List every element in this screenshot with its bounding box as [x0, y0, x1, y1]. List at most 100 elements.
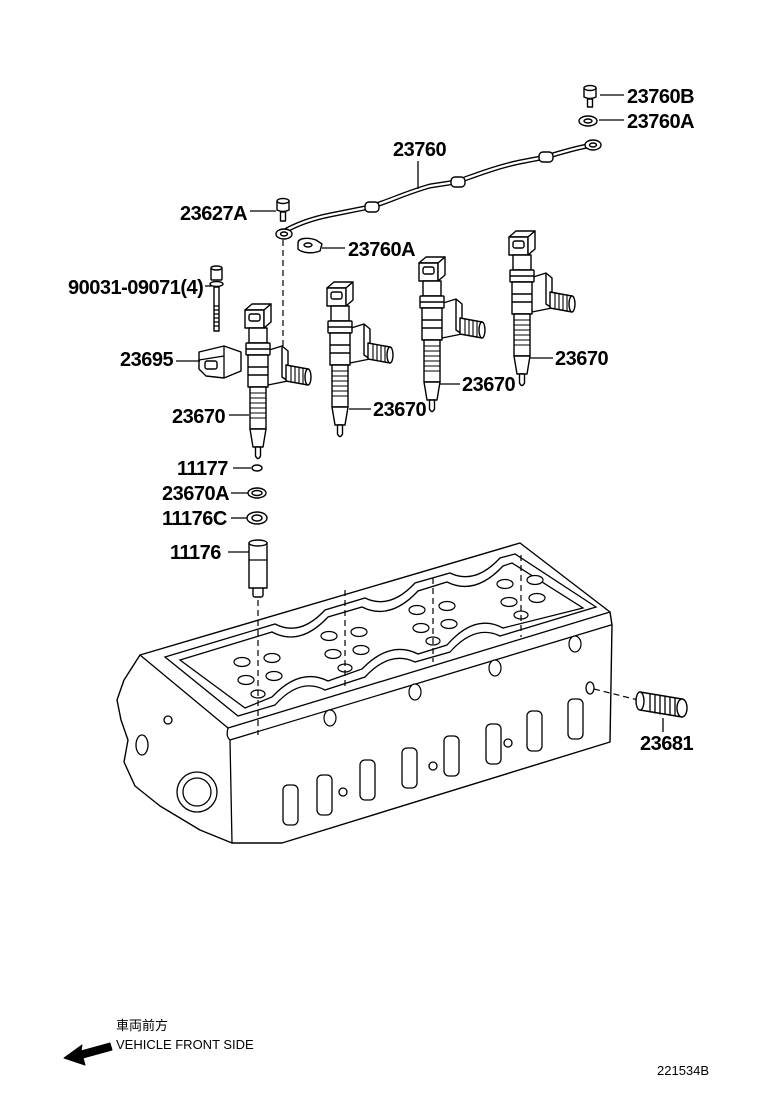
valve-hole — [526, 574, 544, 586]
eyelet-left-hole — [279, 231, 289, 237]
bolt-shank — [586, 98, 594, 108]
sleeve-11176 — [248, 539, 268, 598]
leader-lines — [176, 94, 664, 732]
callout-23760: 23760 — [393, 139, 446, 161]
valve-hole — [528, 592, 546, 604]
plug-23681 — [635, 691, 688, 718]
end-small-hole — [163, 715, 173, 725]
dashed-line — [593, 688, 639, 701]
valve-hole — [320, 630, 338, 642]
callout-23681: 23681 — [640, 733, 693, 755]
callout-11176C: 11176C — [162, 508, 227, 530]
wire-connector — [538, 151, 554, 163]
o-ring — [251, 464, 263, 472]
plug-end-right — [676, 698, 688, 718]
gasket-outline-outer — [163, 553, 598, 717]
boss — [568, 635, 582, 653]
o-ring-11177 — [251, 464, 263, 472]
bolt-threads — [213, 305, 220, 327]
rim-bosses — [323, 635, 582, 727]
port — [282, 784, 299, 826]
callout-23670-injector-1: 23670 — [172, 406, 225, 428]
wire-connector — [450, 176, 466, 188]
head-left-edge — [139, 654, 233, 844]
callout-23695: 23695 — [120, 349, 173, 371]
head-outline — [116, 542, 613, 844]
bolt-shaft — [213, 286, 220, 332]
end-boss-inner — [182, 777, 212, 807]
clamp-hole — [303, 242, 313, 248]
valve-holes — [233, 574, 546, 699]
valve-hole — [233, 656, 251, 668]
clamp-edges — [198, 345, 225, 379]
valve-hole — [324, 648, 342, 660]
bolt-90031-09071 — [209, 265, 224, 332]
bolt-23627A — [276, 197, 290, 222]
plug-hole — [585, 681, 595, 695]
callout-23760A-washer: 23760A — [627, 111, 694, 133]
callout-11176: 11176 — [170, 542, 221, 564]
front-side-note-jp: 車両前方 — [116, 1018, 168, 1033]
valve-hole — [237, 674, 255, 686]
callout-23760A-clamp: 23760A — [348, 239, 415, 261]
head-rim-line — [229, 624, 612, 741]
boss — [488, 659, 502, 677]
boss — [323, 709, 337, 727]
clamp-23760A — [297, 237, 323, 254]
port — [485, 723, 502, 765]
bolt-head-top — [583, 84, 597, 92]
head-ports — [282, 681, 595, 826]
washer-hole — [583, 118, 593, 124]
orientation-note: 車両前方 VEHICLE FRONT SIDE — [63, 1018, 254, 1066]
clamp-slot — [204, 360, 218, 370]
port — [316, 774, 333, 816]
callout-23670-injector-3: 23670 — [462, 374, 515, 396]
callout-labels: 23760B 23760A 23760 23627A 23760A 90031-… — [68, 86, 695, 755]
dashed-centre-lines — [257, 240, 639, 735]
front-side-note-en: VEHICLE FRONT SIDE — [116, 1037, 254, 1052]
eyelet-right-hole — [588, 142, 598, 148]
callout-23670-injector-4: 23670 — [555, 348, 608, 370]
valve-hole — [263, 652, 281, 664]
head-front-top-edge — [227, 611, 611, 729]
gasket-outline-inner — [178, 562, 585, 709]
figure-code: 221534B — [657, 1063, 709, 1078]
valve-hole — [438, 600, 456, 612]
clamp-body — [198, 345, 242, 379]
boss — [408, 683, 422, 701]
callout-90031-09071: 90031-09071(4) — [68, 277, 203, 299]
callout-23627A: 23627A — [180, 203, 247, 225]
valve-hole — [265, 670, 283, 682]
callout-23670-injector-2: 23670 — [373, 399, 426, 421]
seal-hole — [251, 514, 263, 522]
clamp-23695 — [198, 345, 242, 379]
bolt-23760B — [583, 84, 597, 108]
valve-hole — [352, 644, 370, 656]
valve-hole — [496, 578, 514, 590]
bolt-shank — [279, 211, 287, 222]
callout-11177: 11177 — [177, 458, 228, 480]
washer-hole — [251, 489, 263, 497]
arrow-left-icon — [63, 1042, 113, 1066]
port — [567, 698, 584, 740]
port — [359, 759, 376, 801]
sleeve-top — [248, 539, 268, 547]
wire-connector — [364, 201, 380, 213]
end-hole — [135, 734, 149, 756]
valve-hole — [440, 618, 458, 630]
valve-hole — [408, 604, 426, 616]
plug-end-left — [635, 691, 645, 711]
callout-23670A: 23670A — [162, 483, 229, 505]
bolt-hole — [338, 787, 348, 797]
bolt-hole — [428, 761, 438, 771]
bolt-head-top — [276, 197, 290, 205]
washer-23670A — [247, 487, 267, 499]
callout-23760B: 23760B — [627, 86, 694, 108]
seal-11176C — [246, 511, 268, 525]
bolt-hole — [503, 738, 513, 748]
valve-hole — [350, 626, 368, 638]
bolt-head-top — [210, 265, 223, 271]
head-left-face — [135, 715, 218, 813]
